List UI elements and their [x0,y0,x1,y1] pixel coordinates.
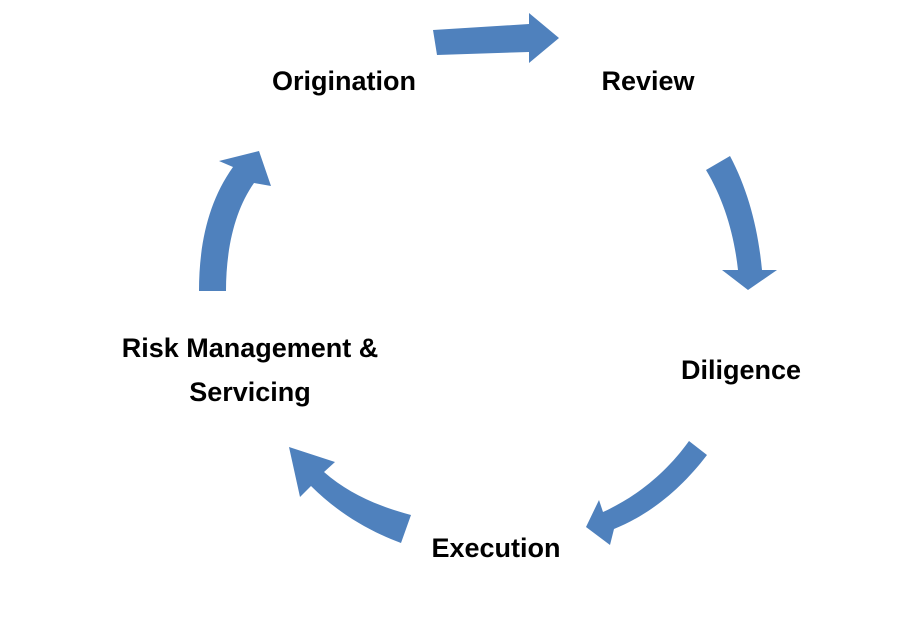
stage-diligence-label: Diligence [680,355,802,385]
stage-review: Review [558,59,738,103]
stage-review-label: Review [601,66,695,96]
stage-risk-label-line1: Risk Management & [121,333,379,363]
arrow-execution-to-risk [289,447,411,543]
stage-risk-management-servicing: Risk Management & Servicing [90,326,410,414]
arrow-risk-to-origination [199,151,271,291]
stage-execution: Execution [396,526,596,570]
stage-origination-label: Origination [272,66,416,96]
stage-origination: Origination [234,59,454,103]
arrow-origination-to-review [433,13,559,63]
arrow-diligence-to-execution [586,441,707,545]
stage-execution-label: Execution [431,533,561,563]
stage-diligence: Diligence [651,348,831,392]
stage-risk-label-line2: Servicing [189,377,311,407]
arrow-review-to-diligence [706,156,777,290]
